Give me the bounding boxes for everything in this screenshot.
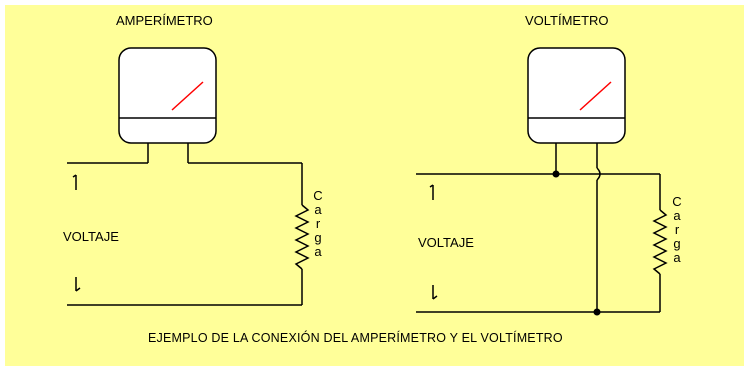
voltmeter-title: VOLTÍMETRO [525, 13, 609, 28]
voltmeter [527, 47, 626, 144]
diagram-caption: EJEMPLO DE LA CONEXIÓN DEL AMPERÍMETRO Y… [148, 331, 563, 345]
ammeter [118, 47, 217, 144]
voltage-arrows-right [429, 184, 438, 300]
junction-dot-bottom [593, 308, 601, 316]
voltage-arrows-left [72, 174, 81, 292]
voltmeter-needle [579, 81, 612, 111]
load-resistor-left [294, 204, 310, 270]
voltmeter-body [527, 47, 626, 144]
voltmeter-circuit-wires [416, 143, 668, 313]
ammeter-needle [171, 81, 204, 111]
ammeter-circuit-wires [67, 143, 310, 306]
load-label-left: C a r g a [313, 188, 323, 259]
ammeter-title: AMPERÍMETRO [116, 13, 213, 28]
load-label-right: C a r g a [672, 194, 682, 265]
ammeter-body [118, 47, 217, 144]
load-resistor-right [652, 209, 668, 275]
junction-dot-top [552, 170, 560, 178]
voltage-label-left: VOLTAJE [63, 229, 119, 244]
voltage-label-right: VOLTAJE [418, 235, 474, 250]
